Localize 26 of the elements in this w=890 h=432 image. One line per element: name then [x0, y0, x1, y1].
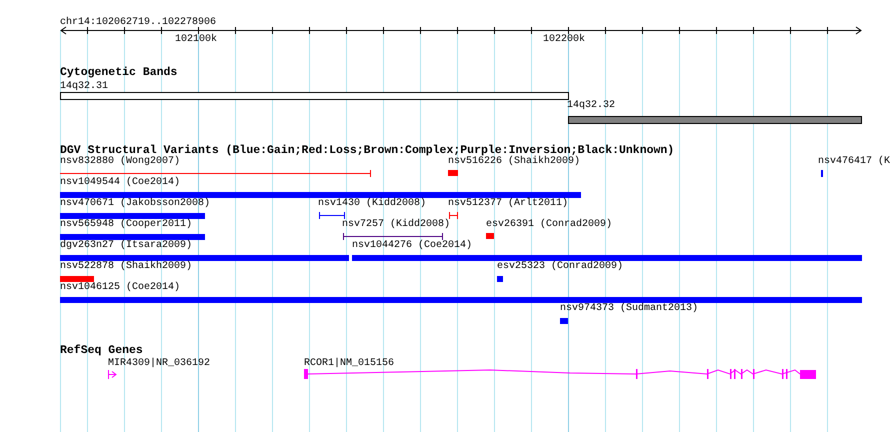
track-label: esv25323 (Conrad2009)	[497, 262, 624, 272]
track-label: 14q32.31	[60, 82, 108, 92]
track-label: 14q32.32	[567, 101, 616, 111]
track-label: RCOR1|NM_015156	[304, 359, 394, 369]
track-label: MIR4309|NR_036192	[108, 359, 210, 369]
track-label: nsv1046125 (Coe2014)	[60, 283, 180, 293]
track-label: nsv512377 (Arlt2011)	[448, 199, 568, 209]
track-title: Cytogenetic Bands	[60, 67, 178, 78]
track-title: DGV Structural Variants (Blue:Gain;Red:Loss;Brown:Complex;Purple:Inversion;Black:Unknown)	[60, 145, 674, 156]
track-label: nsv1044276 (Coe2014)	[352, 241, 472, 251]
track-title: RefSeq Genes	[60, 345, 143, 356]
track-label: nsv974373 (Sudmant2013)	[560, 304, 698, 314]
track-label: 102200k	[543, 35, 586, 45]
track-label: chr14:102062719..102278906	[60, 18, 216, 28]
track-label: nsv470671 (Jakobsson2008)	[60, 199, 210, 209]
track-label: dgv263n27 (Itsara2009)	[60, 241, 192, 251]
track-label: nsv1049544 (Coe2014)	[60, 178, 180, 188]
track-label: nsv832880 (Wong2007)	[60, 157, 180, 167]
track-label: nsv522878 (Shaikh2009)	[60, 262, 192, 272]
track-label: nsv565948 (Cooper2011)	[60, 220, 192, 230]
track-label: nsv1430 (Kidd2008)	[318, 199, 426, 209]
track-label: esv26391 (Conrad2009)	[486, 220, 612, 230]
track-label: nsv516226 (Shaikh2009)	[448, 157, 580, 167]
track-label: 102100k	[175, 35, 218, 45]
track-label: nsv476417 (K	[818, 157, 890, 167]
track-label: nsv7257 (Kidd2008)	[342, 220, 450, 230]
